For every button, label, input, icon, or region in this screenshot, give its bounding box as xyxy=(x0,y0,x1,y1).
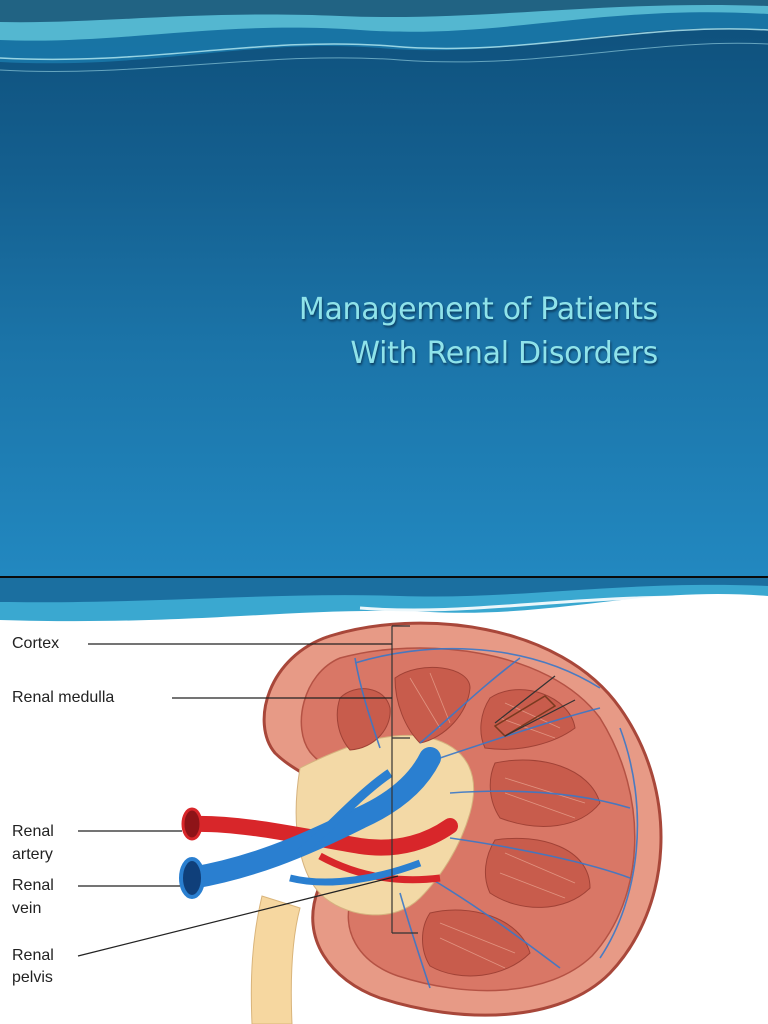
label-renal-vein-line1: Renal xyxy=(12,877,54,894)
slide-title: Management of Patients With Renal Disord… xyxy=(98,288,658,376)
label-renal-medulla: Renal medulla xyxy=(12,689,115,706)
kidney-illustration xyxy=(0,578,768,1024)
title-slide: Management of Patients With Renal Disord… xyxy=(0,0,768,576)
label-renal-pelvis-line1: Renal xyxy=(12,947,54,964)
top-wave-decoration xyxy=(0,0,768,72)
title-line-2: With Renal Disorders xyxy=(350,336,658,371)
label-renal-artery-line2: artery xyxy=(12,846,53,863)
kidney-diagram-slide: Cortex Renal medulla Renal artery Renal … xyxy=(0,578,768,1024)
label-cortex: Cortex xyxy=(12,635,60,652)
label-renal-artery-line1: Renal xyxy=(12,823,54,840)
label-renal-pelvis-line2: pelvis xyxy=(12,969,53,986)
title-line-1: Management of Patients xyxy=(298,292,658,327)
slide-divider xyxy=(0,576,768,578)
label-renal-vein-line2: vein xyxy=(12,900,42,917)
